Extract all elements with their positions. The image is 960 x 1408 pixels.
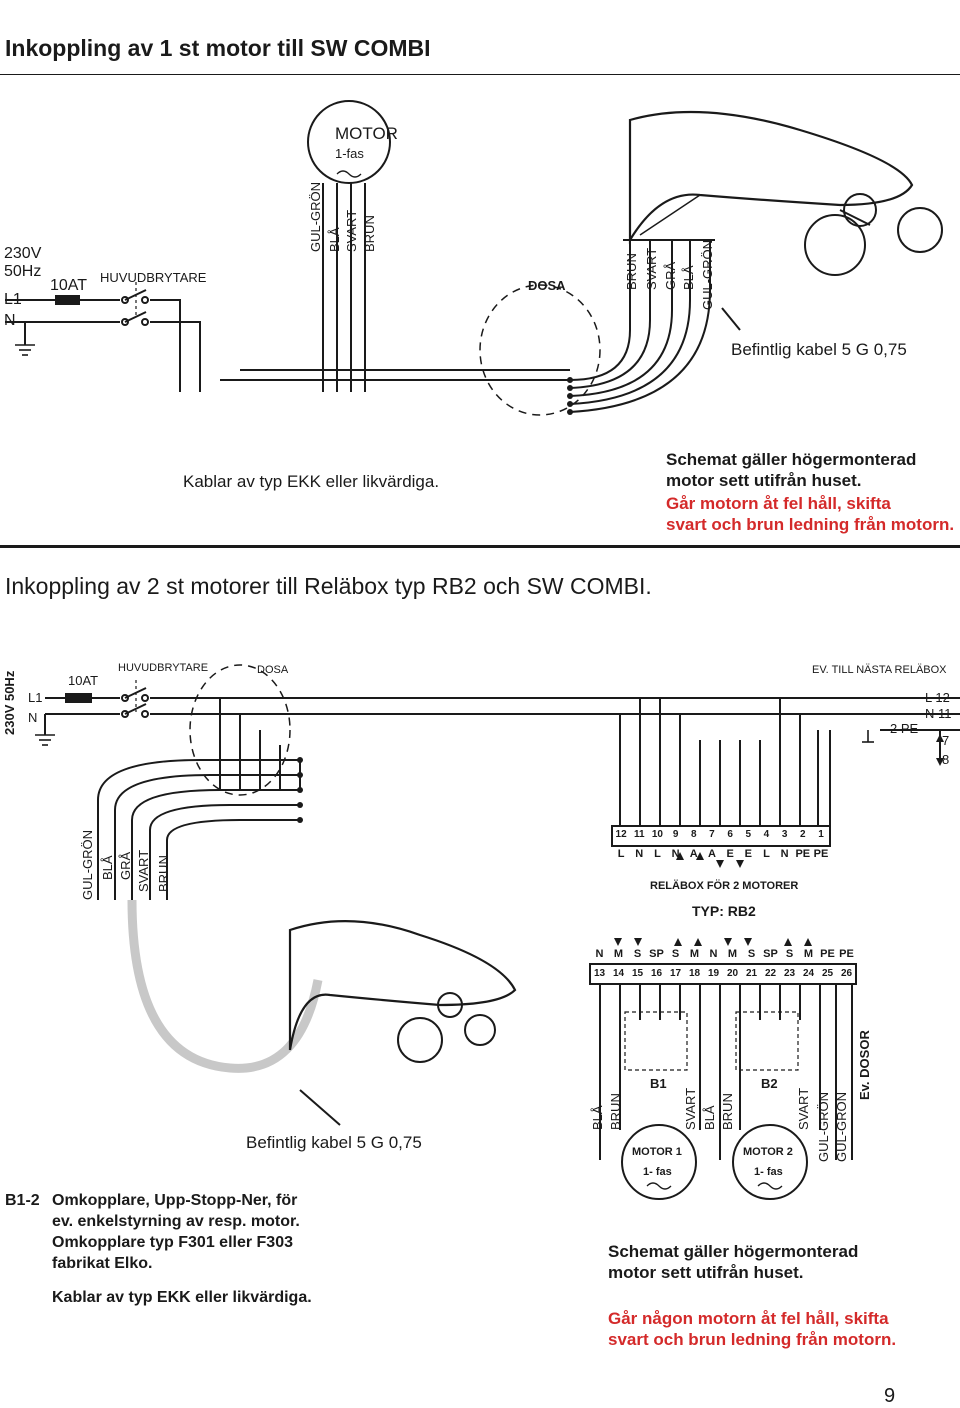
b12-code: B1-2	[5, 1192, 40, 1209]
motor-wire-4: BRUN	[362, 215, 377, 252]
direction-warning: Går motorn åt fel håll, skifta svart och…	[666, 494, 955, 534]
motor2-label: MOTOR 2	[743, 1146, 793, 1158]
l1-label-2: L1	[28, 690, 43, 705]
n-label-2: N	[28, 710, 38, 725]
cable-note: Kablar av typ EKK eller likvärdiga.	[183, 472, 440, 491]
relay-title: RELÄBOX FÖR 2 MOTORER	[650, 880, 799, 892]
pe-wire-1: GUL-GRÖN	[816, 1091, 831, 1162]
n-label: N	[4, 312, 16, 329]
next-term-8: 8	[942, 752, 950, 767]
m1-wire-brun: BRUN	[608, 1093, 623, 1130]
motor-phase: 1-fas	[335, 146, 364, 161]
m1-wire-bla: BLÅ	[590, 1105, 605, 1130]
m1-wire-svart: SVART	[683, 1087, 698, 1130]
section1-title: Inkoppling av 1 st motor till SW COMBI	[5, 35, 431, 61]
cable-wire-2: SVART	[644, 247, 659, 290]
junction-label: DOSA	[528, 278, 566, 293]
motor-symbol	[307, 100, 391, 184]
supply-label: 230V 50Hz	[2, 670, 17, 735]
relay-type: TYP: RB2	[692, 903, 756, 919]
section2-title: Inkoppling av 2 st motorer till Reläbox …	[5, 573, 652, 599]
junction-label-2: DOSA	[257, 664, 289, 676]
page-number: 9	[884, 1385, 896, 1407]
fuse-label-2: 10AT	[68, 673, 99, 688]
l1-label: L1	[4, 291, 22, 308]
motor1-phase: 1- fas	[643, 1166, 672, 1178]
cable-wire-3: GRÅ	[663, 261, 678, 290]
b12-description: Omkopplare, Upp-Stopp-Ner, för ev. enkel…	[52, 1192, 300, 1272]
cable-note-2: Kablar av typ EKK eller likvärdiga.	[52, 1289, 312, 1306]
panel-wire-3: GRÅ	[118, 851, 133, 880]
supply-voltage: 230V	[4, 245, 42, 262]
main-switch-label-2: HUVUDBRYTARE	[118, 662, 209, 674]
panel-wire-2: BLÅ	[100, 855, 115, 880]
next-box-label: EV. TILL NÄSTA RELÄBOX	[812, 664, 947, 676]
panel-wire-1: GUL-GRÖN	[80, 829, 95, 900]
panel-wire-4: SVART	[136, 849, 151, 892]
motor2-phase: 1- fas	[754, 1166, 783, 1178]
fuse-label: 10AT	[50, 277, 88, 294]
section-divider	[0, 545, 960, 548]
existing-cable-label: Befintlig kabel 5 G 0,75	[731, 340, 907, 359]
direction-warning-2: Går någon motorn åt fel håll, skifta sva…	[608, 1309, 897, 1349]
ev-dosor-label: Ev. DOSOR	[857, 1030, 872, 1100]
next-term-7: 7	[942, 733, 950, 748]
fuse-symbol	[55, 295, 80, 305]
motor-label: MOTOR	[335, 124, 398, 143]
relay-bottom-terminals	[589, 963, 857, 985]
panel-wire-5: BRUN	[156, 855, 171, 892]
switch-b1-label: B1	[650, 1076, 667, 1091]
divider	[0, 74, 960, 75]
m2-wire-bla: BLÅ	[702, 1105, 717, 1130]
motor-wire-1: GUL-GRÖN	[308, 181, 323, 252]
switch-b2-label: B2	[761, 1076, 778, 1091]
m2-wire-svart: SVART	[796, 1087, 811, 1130]
supply-frequency: 50Hz	[4, 263, 42, 280]
cable-wire-1: BRUN	[624, 253, 639, 290]
motor1-label: MOTOR 1	[632, 1146, 682, 1158]
existing-cable-label-2: Befintlig kabel 5 G 0,75	[246, 1133, 422, 1152]
cable-wire-4: BLÅ	[681, 265, 696, 290]
main-switch-label: HUVUDBRYTARE	[100, 270, 207, 285]
pe-wire-2: GUL-GRÖN	[834, 1091, 849, 1162]
next-term-l: L 12	[925, 690, 950, 705]
cable-wire-5: GUL-GRÖN	[700, 239, 715, 310]
next-term-pe: 2 PE	[890, 721, 919, 736]
motor-wire-3: SVART	[344, 209, 359, 252]
m2-wire-brun: BRUN	[720, 1093, 735, 1130]
next-term-n: N 11	[925, 706, 952, 721]
scheme-note: Schemat gäller högermonterad motor sett …	[666, 450, 917, 490]
motor-wire-2: BLÅ	[327, 227, 342, 252]
scheme-note-2: Schemat gäller högermonterad motor sett …	[608, 1242, 859, 1282]
